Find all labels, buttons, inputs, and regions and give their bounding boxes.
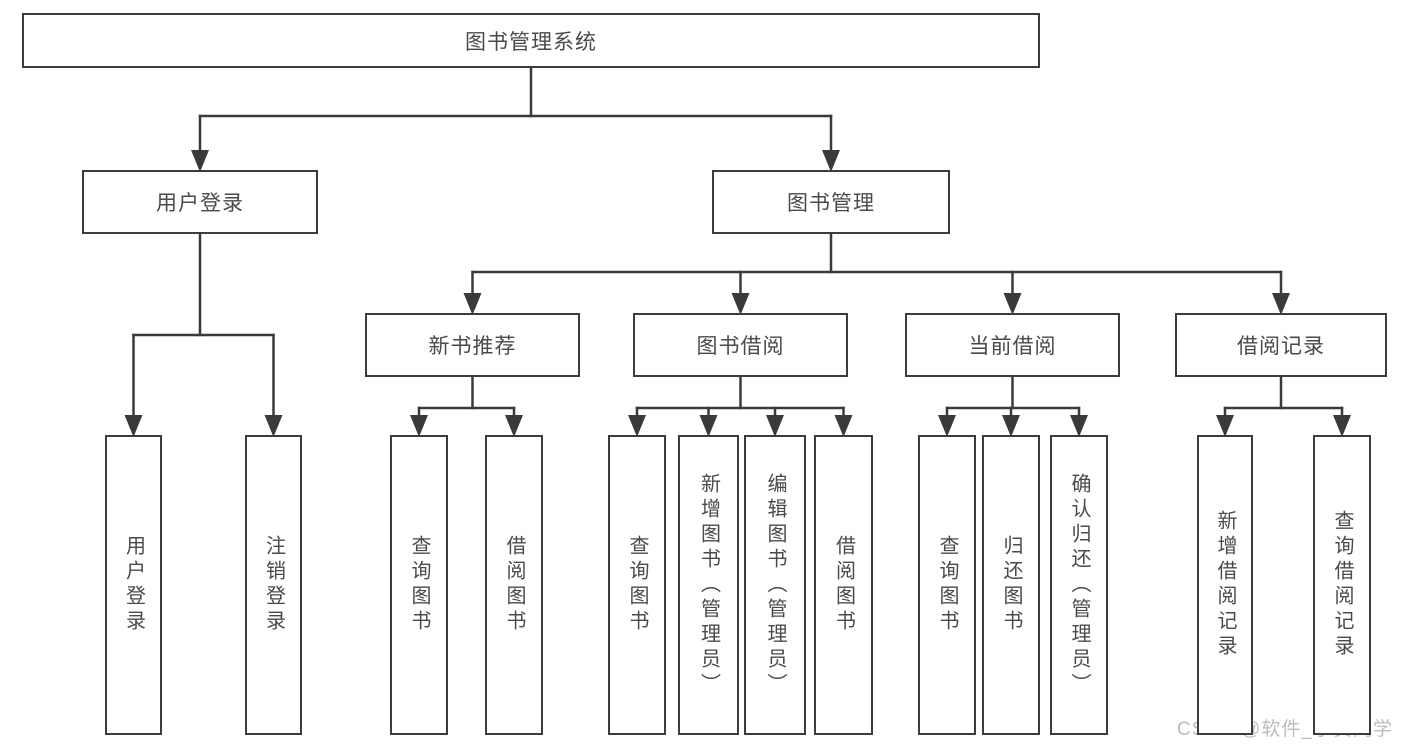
- node-logout: 注销登录: [245, 435, 302, 735]
- node-rec-add-label: 新增借阅记录: [1214, 510, 1236, 660]
- node-root-label: 图书管理系统: [465, 30, 597, 54]
- node-cur-query-label: 查询图书: [936, 535, 958, 635]
- arrowhead-down-icon: [191, 150, 209, 172]
- arrowhead-down-icon: [1002, 415, 1020, 437]
- node-login-label: 用户登录: [156, 192, 244, 215]
- arrowhead-down-icon: [1272, 293, 1290, 315]
- node-rec-add: 新增借阅记录: [1197, 435, 1253, 735]
- node-cur-return: 归还图书: [982, 435, 1040, 735]
- node-cur-query: 查询图书: [918, 435, 976, 735]
- arrowhead-down-icon: [1070, 415, 1088, 437]
- arrowhead-down-icon: [264, 415, 283, 437]
- arrowhead-down-icon: [822, 150, 840, 172]
- arrowhead-down-icon: [628, 415, 646, 437]
- node-bw-borrow: 借阅图书: [814, 435, 873, 735]
- node-cur-confirm: 确认归还（管理员）: [1050, 435, 1108, 735]
- arrowhead-down-icon: [834, 415, 853, 437]
- node-rec-query-label: 查询借阅记录: [1331, 510, 1353, 660]
- node-root: 图书管理系统: [22, 13, 1040, 68]
- arrowhead-down-icon: [731, 293, 750, 315]
- node-bw-edit-label: 编辑图书（管理员）: [764, 472, 786, 698]
- node-nb-query-label: 查询图书: [408, 535, 430, 635]
- node-current: 当前借阅: [905, 313, 1120, 377]
- node-bookmgmt-label: 图书管理: [787, 192, 875, 215]
- node-newbook-label: 新书推荐: [428, 335, 517, 358]
- arrowhead-down-icon: [1216, 415, 1234, 437]
- node-newbook: 新书推荐: [365, 313, 580, 377]
- arrowhead-down-icon: [938, 415, 956, 437]
- node-nb-query: 查询图书: [390, 435, 448, 735]
- node-bw-add-label: 新增图书（管理员）: [697, 472, 720, 698]
- node-rec-query: 查询借阅记录: [1313, 435, 1371, 735]
- node-bw-query-label: 查询图书: [626, 535, 648, 635]
- node-cur-return-label: 归还图书: [1000, 535, 1022, 635]
- arrowhead-down-icon: [463, 293, 482, 315]
- node-nb-borrow-label: 借阅图书: [503, 535, 525, 635]
- arrowhead-down-icon: [766, 415, 784, 437]
- node-bw-add: 新增图书（管理员）: [678, 435, 739, 735]
- node-bw-borrow-label: 借阅图书: [832, 535, 855, 635]
- node-user-login-label: 用户登录: [122, 535, 145, 635]
- node-records: 借阅记录: [1175, 313, 1387, 377]
- arrowhead-down-icon: [1333, 415, 1351, 437]
- arrowhead-down-icon: [124, 415, 143, 437]
- node-bookmgmt: 图书管理: [712, 170, 950, 234]
- node-login: 用户登录: [82, 170, 318, 234]
- node-cur-confirm-label: 确认归还（管理员）: [1068, 472, 1090, 698]
- arrowhead-down-icon: [699, 415, 718, 437]
- node-borrow-label: 图书借阅: [696, 335, 785, 358]
- arrowhead-down-icon: [410, 415, 428, 437]
- arrowhead-down-icon: [505, 415, 523, 437]
- node-borrow: 图书借阅: [633, 313, 848, 377]
- node-bw-edit: 编辑图书（管理员）: [744, 435, 806, 735]
- node-records-label: 借阅记录: [1237, 335, 1325, 358]
- node-user-login: 用户登录: [105, 435, 162, 735]
- node-nb-borrow: 借阅图书: [485, 435, 543, 735]
- node-logout-label: 注销登录: [262, 535, 285, 635]
- node-current-label: 当前借阅: [968, 335, 1057, 358]
- node-bw-query: 查询图书: [608, 435, 666, 735]
- arrowhead-down-icon: [1003, 293, 1022, 315]
